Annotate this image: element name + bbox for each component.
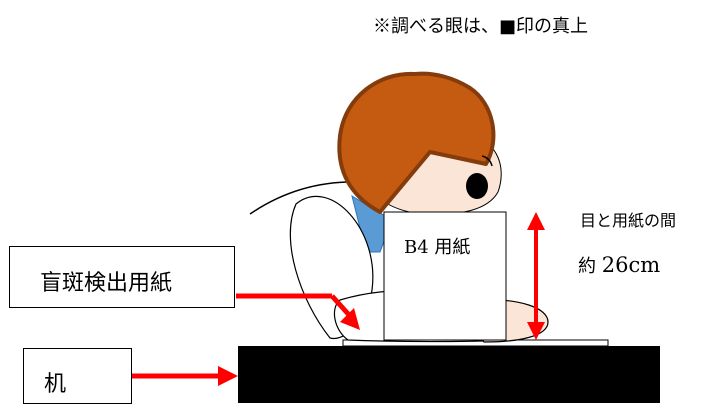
distance-arrow bbox=[527, 212, 545, 340]
desk-arrow bbox=[132, 366, 238, 386]
blind-spot-paper-label: 盲斑検出用紙 bbox=[40, 271, 173, 296]
distance-prefix: 約 bbox=[578, 256, 596, 277]
eyebrow bbox=[481, 155, 493, 167]
blind-spot-paper-box: 盲斑検出用紙 bbox=[9, 246, 235, 308]
hair bbox=[337, 71, 496, 214]
blind-spot-arrow bbox=[236, 293, 360, 330]
distance-number: 26cm bbox=[601, 253, 661, 277]
desk-label-box: 机 bbox=[23, 348, 132, 404]
distance-title: 目と用紙の間 bbox=[580, 211, 677, 230]
distance-value: 約 26cm bbox=[578, 252, 660, 278]
b4-paper bbox=[383, 211, 507, 341]
note-text: ※調べる眼は、■印の真上 bbox=[373, 16, 589, 37]
desk bbox=[238, 346, 660, 403]
b4-paper-label: B4 用紙 bbox=[404, 237, 471, 258]
eye bbox=[466, 173, 488, 199]
desk-label: 机 bbox=[44, 372, 67, 397]
